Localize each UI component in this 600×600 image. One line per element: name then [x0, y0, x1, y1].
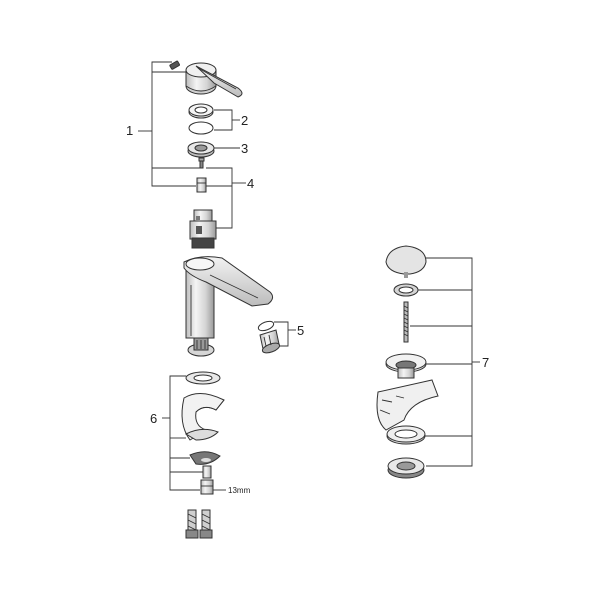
drain-bottom-nut	[387, 457, 425, 479]
callout-2: 2	[241, 113, 248, 128]
aerator-part-5	[257, 320, 281, 354]
callout-1: 1	[126, 123, 133, 138]
faucet-body	[183, 256, 274, 339]
cartridge-screw	[198, 157, 205, 169]
drain-cap	[385, 245, 427, 278]
callout-6: 6	[150, 411, 157, 426]
base-flange	[187, 337, 215, 357]
callout-5: 5	[297, 323, 304, 338]
wrench-size-label: 13mm	[228, 486, 251, 495]
set-screw	[169, 60, 180, 70]
drain-body	[385, 353, 427, 379]
ring-nut-part-3	[187, 141, 215, 158]
drain-seal-ring	[393, 283, 419, 297]
cartridge-part-4	[189, 209, 217, 249]
drain-rod	[403, 301, 409, 343]
callout-lines-left	[138, 61, 296, 491]
flex-hoses	[185, 509, 213, 539]
lever-handle	[185, 62, 243, 98]
callout-4: 4	[247, 176, 254, 191]
rings-part-2	[188, 103, 214, 135]
basin-section	[376, 379, 439, 431]
drain-lower-ring	[386, 425, 426, 445]
callout-3: 3	[241, 141, 248, 156]
callout-7: 7	[482, 355, 489, 370]
adapter-nut	[196, 177, 207, 193]
fixing-set-part-6	[181, 371, 225, 495]
callout-lines-right	[410, 257, 480, 467]
